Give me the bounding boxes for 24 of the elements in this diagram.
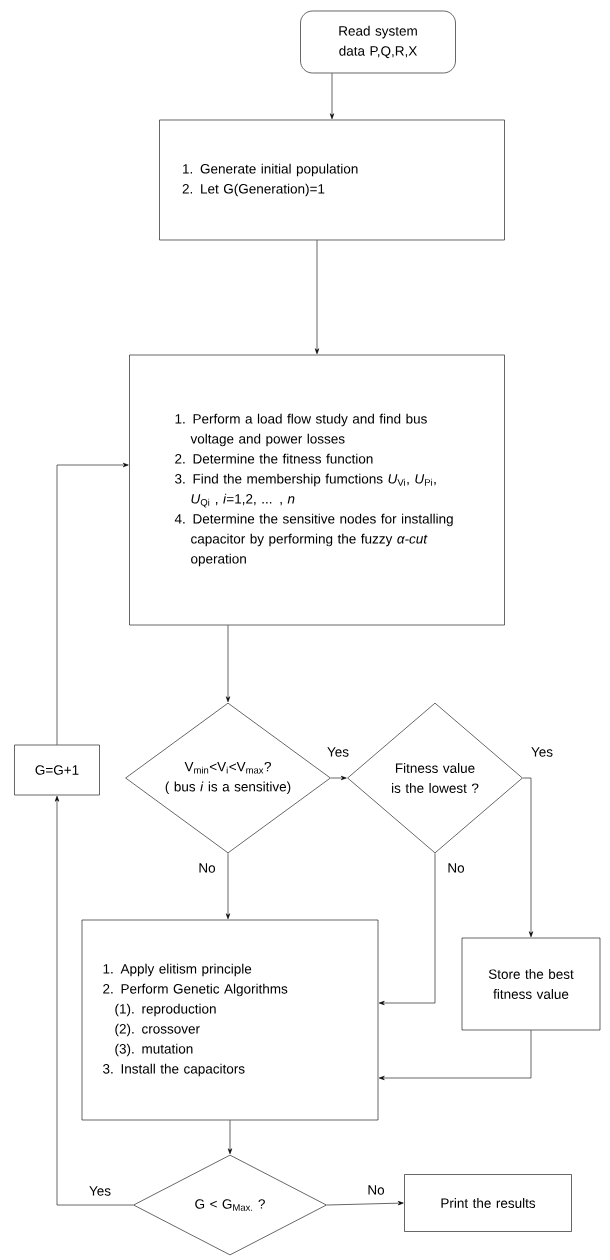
edge-label: Yes <box>88 1185 112 1197</box>
edge-label: Yes <box>530 746 554 758</box>
process-box: 1. Apply elitism principle 2. Perform Genetic Algorithms (1). reproduction (2). crossover (3). mutation 3. Install the capacitors <box>81 919 379 1121</box>
arrow <box>330 775 347 781</box>
arrow <box>326 1201 404 1206</box>
arrow <box>54 795 134 1206</box>
process-box: G=G+1 <box>14 744 100 796</box>
arrow <box>522 777 534 938</box>
arrow <box>378 853 436 1006</box>
arrow <box>56 462 129 745</box>
arrow <box>227 1120 233 1155</box>
arrow <box>225 853 231 920</box>
arrow <box>378 1030 532 1081</box>
edge-label: No <box>366 1184 386 1196</box>
arrow <box>225 625 231 703</box>
edge-label: No <box>446 862 466 874</box>
arrow <box>314 240 320 355</box>
process-box: Store the best fitness value <box>461 937 601 1031</box>
output-box: Print the results <box>404 1174 572 1232</box>
arrow <box>329 73 335 120</box>
start-terminal: Read system data P,Q,R,X <box>300 10 456 74</box>
edge-label: No <box>197 862 217 874</box>
process-box: 1. Perform a load flow study and find bus voltage and power losses 2. Determine the fitness function 3. Find the membership fumctions U$_{Vi}$, U$_{Pi}$, U$_{Qi}$ , i=1,2, ... , n 4. Determine the sensitive nodes for installing capacitor by performing the fuzzy α-cut operation <box>129 354 505 626</box>
process-box: 1. Generate initial population 2. Let G(Generation)=1 <box>159 119 505 241</box>
